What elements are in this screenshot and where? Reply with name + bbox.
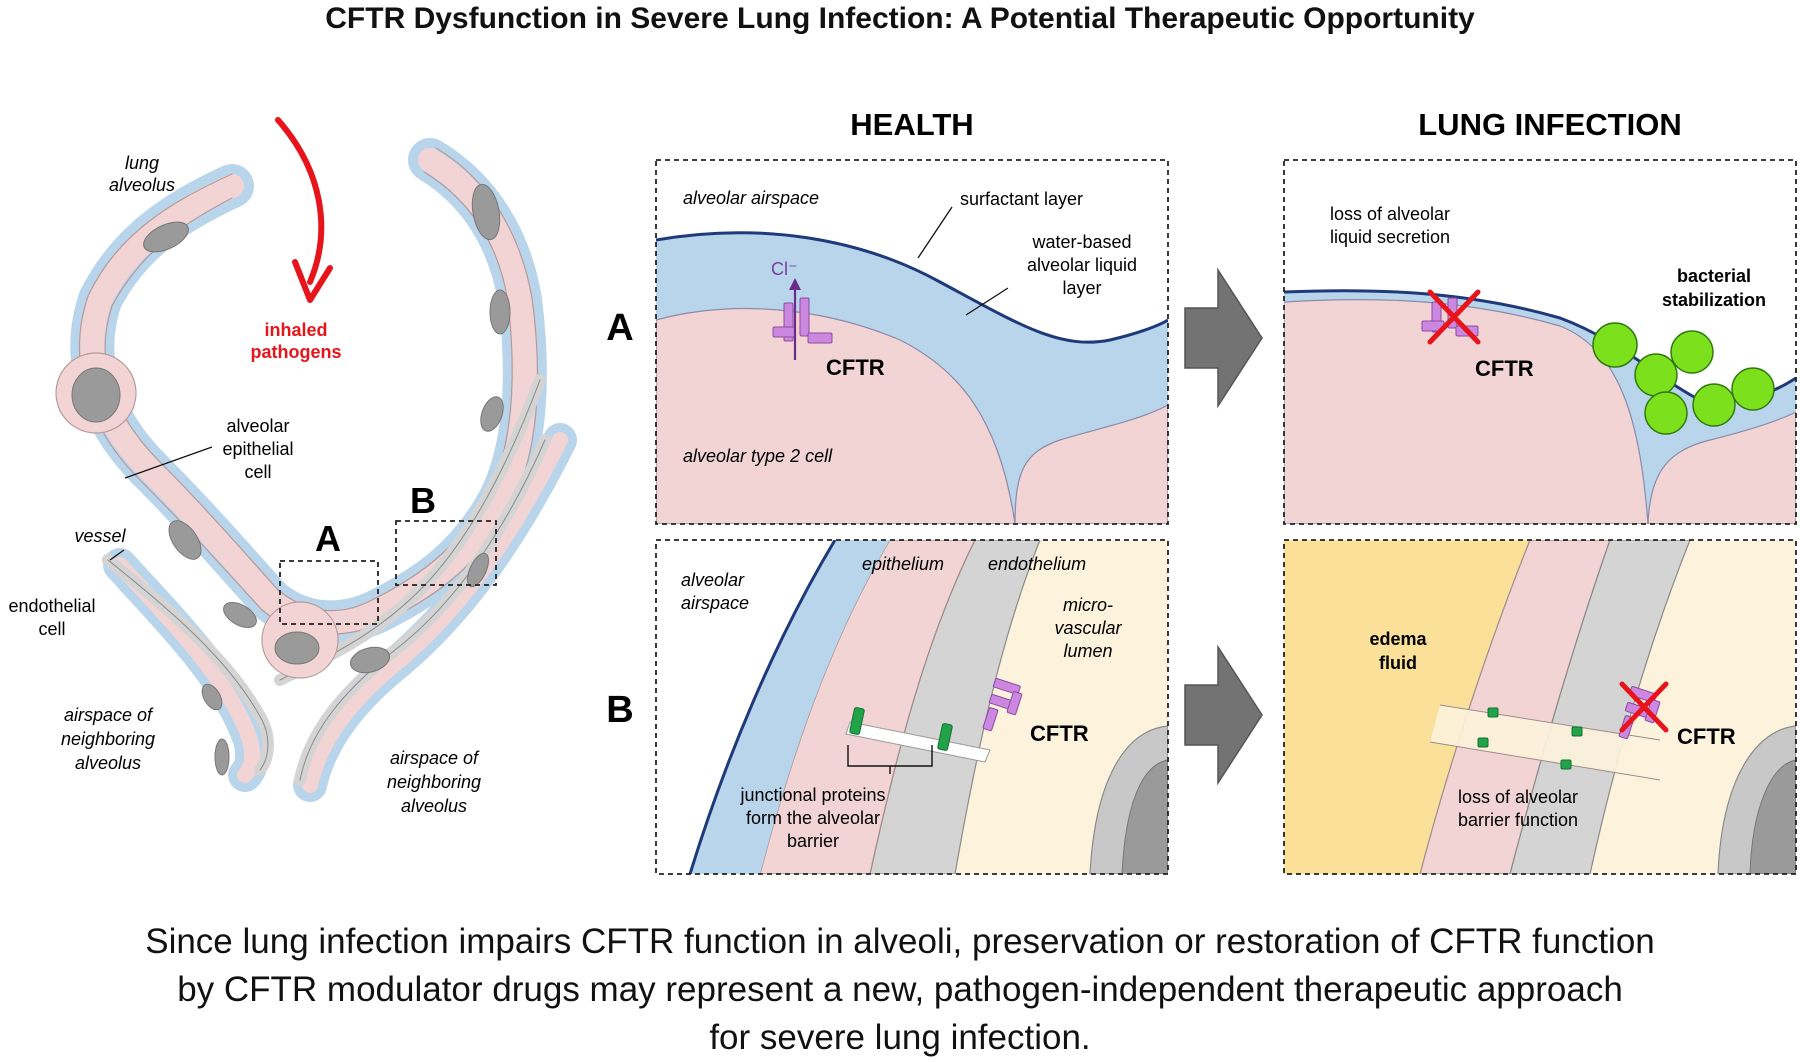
transition-arrow-b <box>1184 644 1263 786</box>
airspace-left-line2: neighboring <box>61 729 155 749</box>
bacterial-stabilization-line2: stabilization <box>1662 290 1766 310</box>
panel-b-infection: edema fluid CFTR loss of alveolar barrie… <box>1283 539 1797 875</box>
caption-line3: for severe lung infection. <box>709 1018 1091 1057</box>
junctional-line2: form the alveolar <box>746 808 880 828</box>
alveolar-airspace-b-line1: alveolar <box>681 570 745 590</box>
chloride-label: Cl⁻ <box>771 259 798 279</box>
panel-a-infection: loss of alveolar liquid secretion bacter… <box>1283 159 1797 525</box>
airspace-left-line3: alveolus <box>75 753 141 773</box>
cftr-channel-health <box>772 297 833 344</box>
alveolar-epithelial-cell-line3: cell <box>244 462 271 482</box>
row-label-b: B <box>606 689 633 731</box>
cftr-blocked-cross-a <box>1427 289 1481 345</box>
lung-alveolus-line2: alveolus <box>109 175 175 195</box>
airspace-right-line2: neighboring <box>387 772 481 792</box>
bacterial-stabilization-line1: bacterial <box>1677 266 1751 286</box>
overview-box-a <box>279 560 379 625</box>
cell-nuclei <box>143 183 511 776</box>
caption-line2: by CFTR modulator drugs may represent a … <box>177 970 1623 1009</box>
alveolar-airspace-b-line2: airspace <box>681 593 749 613</box>
bacteria-cluster <box>1592 322 1775 435</box>
vessel-label: vessel <box>74 526 126 546</box>
inhaled-pathogens-line2: pathogens <box>250 342 341 362</box>
loss-barrier-line1: loss of alveolar <box>1458 787 1578 807</box>
loss-secretion-line1: loss of alveolar <box>1330 204 1450 224</box>
airspace-right-line3: alveolus <box>401 796 467 816</box>
endothelial-cell-line2: cell <box>38 619 65 639</box>
liquid-layer-line1: water-based <box>1031 232 1131 252</box>
loss-barrier-line2: barrier function <box>1458 810 1578 830</box>
endothelial-cell-line1: endothelial <box>8 596 95 616</box>
cftr-label-b-health: CFTR <box>1030 721 1089 746</box>
endothelium-label: endothelium <box>988 554 1086 574</box>
alveolar-airspace-a: alveolar airspace <box>683 188 819 208</box>
liquid-layer-line2: alveolar liquid <box>1027 255 1137 275</box>
epithelium-label: epithelium <box>862 554 944 574</box>
inhaled-pathogens-arrow <box>275 117 325 285</box>
alveolar-epithelial-cell-line2: epithelial <box>222 439 293 459</box>
alveolar-epithelial-cell-line1: alveolar <box>226 416 289 436</box>
loss-secretion-line2: liquid secretion <box>1330 227 1450 247</box>
airspace-left-line1: airspace of <box>64 705 154 725</box>
junctional-proteins-health <box>849 707 953 751</box>
column-header-infection: LUNG INFECTION <box>1418 107 1682 142</box>
airspace-right-line1: airspace of <box>390 748 480 768</box>
lumen-line1: micro- <box>1063 595 1113 615</box>
surfactant-layer-label: surfactant layer <box>960 189 1083 209</box>
lumen-line3: lumen <box>1063 641 1112 661</box>
cftr-label-a-infection: CFTR <box>1475 356 1534 381</box>
edema-line1: edema <box>1369 629 1427 649</box>
junctional-line1: junctional proteins <box>739 785 885 805</box>
overview-box-b <box>395 520 497 586</box>
inhaled-pathogens-line1: inhaled <box>264 320 327 340</box>
lumen-line2: vascular <box>1054 618 1122 638</box>
column-header-health: HEALTH <box>850 107 973 142</box>
cftr-channel-b-health <box>982 678 1023 732</box>
overview-label-b: B <box>410 480 436 521</box>
alveolus-overview: A B lung alveolus inhaled pathogens alve… <box>8 117 577 816</box>
lung-alveolus-line1: lung <box>125 153 159 173</box>
alveolar-type2-label: alveolar type 2 cell <box>683 446 833 466</box>
figure-caption: Since lung infection impairs CFTR functi… <box>0 918 1800 1062</box>
edema-line2: fluid <box>1379 653 1417 673</box>
cftr-label-b-infection: CFTR <box>1677 724 1736 749</box>
figure-title: CFTR Dysfunction in Severe Lung Infectio… <box>325 2 1475 35</box>
junctional-proteins-infection <box>1477 707 1583 770</box>
caption-line1: Since lung infection impairs CFTR functi… <box>145 922 1655 961</box>
cftr-blocked-cross-b <box>1619 681 1669 733</box>
liquid-layer-line3: layer <box>1062 278 1101 298</box>
junctional-line3: barrier <box>787 831 839 851</box>
cftr-label-a-health: CFTR <box>826 355 885 380</box>
panel-a-health: alveolar airspace surfactant layer water… <box>655 159 1169 525</box>
transition-arrow-a <box>1184 267 1263 409</box>
row-label-a: A <box>606 307 633 349</box>
panel-b-health: alveolar airspace epithelium endothelium… <box>655 539 1169 875</box>
overview-label-a: A <box>315 518 341 559</box>
